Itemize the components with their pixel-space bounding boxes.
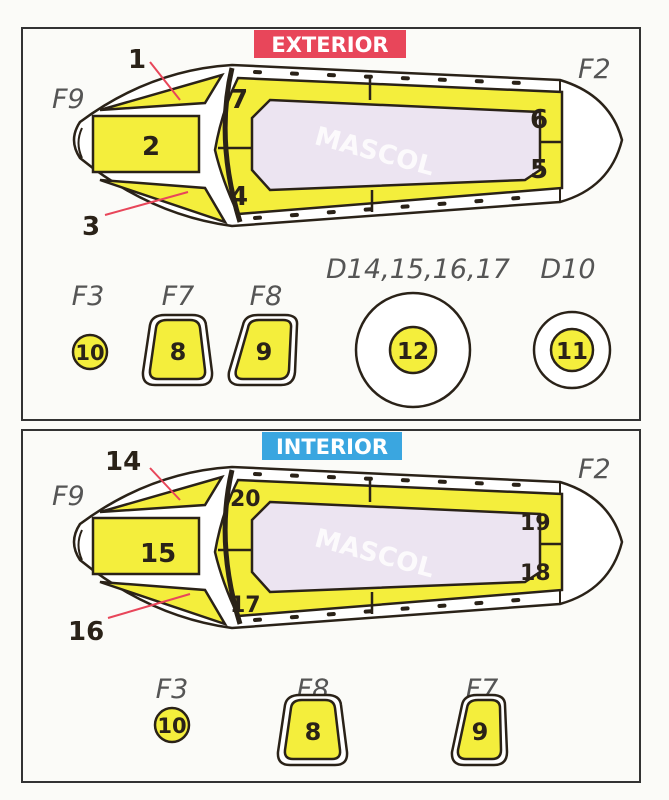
mask-label: 19 <box>520 511 551 536</box>
mask-label: 3 <box>82 212 100 242</box>
mask-label: 17 <box>230 593 261 618</box>
mask-label: 6 <box>530 105 548 135</box>
leader-line <box>149 61 181 101</box>
mask-label: 18 <box>520 561 551 586</box>
mask-label: 7 <box>230 85 248 115</box>
part-label: D10 <box>540 254 595 285</box>
mask-label: 12 <box>397 339 429 365</box>
round-mask <box>388 325 438 375</box>
part-label: F8 <box>250 281 283 312</box>
window-mask <box>456 698 503 761</box>
mask-label: 10 <box>75 341 104 365</box>
mask-label: 15 <box>140 539 176 569</box>
mask-label: 8 <box>305 718 322 746</box>
mask-label: 2 <box>142 132 160 162</box>
part-label: F7 <box>162 281 195 312</box>
mask-label: 8 <box>170 338 187 366</box>
part-label: F3 <box>156 674 189 705</box>
round-mask <box>71 333 109 371</box>
mask-label: 9 <box>256 338 273 366</box>
leader-line <box>104 191 189 216</box>
interior-panel: INTERIOR MASCOL F9 F2 14 15 16 17 18 19 … <box>21 429 641 783</box>
interior-title: INTERIOR <box>276 435 388 459</box>
mask-label: 9 <box>472 718 489 746</box>
round-mask <box>153 706 191 744</box>
mask-label: 14 <box>105 447 141 477</box>
exterior-badge <box>254 30 406 58</box>
mask-label: 11 <box>556 339 588 365</box>
frame-label-right: F2 <box>578 454 611 485</box>
mask-label: 20 <box>230 487 261 512</box>
mask-label: 4 <box>230 182 248 212</box>
part-label: D14,15,16,17 <box>326 254 510 285</box>
frame-label-right: F2 <box>578 54 611 85</box>
exterior-panel: EXTERIOR MASCOL F9 F2 1 2 3 4 5 6 7 F3 1… <box>21 27 641 421</box>
window-mask <box>283 698 342 761</box>
part-label: F3 <box>72 281 105 312</box>
mask-label: 16 <box>68 617 104 647</box>
frame-label-left: F9 <box>52 84 85 115</box>
interior-frame <box>21 429 641 783</box>
mask-label: 10 <box>157 714 186 738</box>
leader-line <box>107 593 191 619</box>
mask-label: 5 <box>530 155 548 185</box>
window-mask <box>234 318 293 381</box>
leader-line <box>149 467 181 501</box>
interior-badge <box>262 432 402 460</box>
exterior-frame <box>21 27 641 421</box>
window-mask <box>148 318 207 381</box>
mask-label: 1 <box>128 45 146 75</box>
frame-label-left: F9 <box>52 481 85 512</box>
exterior-title: EXTERIOR <box>271 33 388 57</box>
round-mask <box>549 327 595 373</box>
